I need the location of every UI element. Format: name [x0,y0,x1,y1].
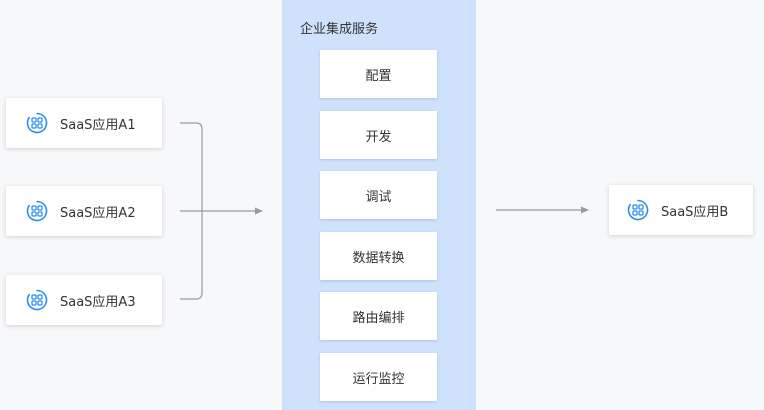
integration-service-panel: 企业集成服务 配置 开发 调试 数据转换 路由编排 运行监控 [282,0,476,410]
apps-grid-icon [26,200,48,222]
source-app-label: SaaS应用A3 [60,294,136,310]
service-config: 配置 [320,50,437,98]
source-app-label: SaaS应用A1 [60,117,136,133]
target-app-b: SaaS应用B [609,185,753,235]
service-routing: 路由编排 [320,292,437,340]
source-app-label: SaaS应用A2 [60,205,136,221]
source-app-a2: SaaS应用A2 [6,186,162,236]
source-app-a1: SaaS应用A1 [6,98,162,148]
service-monitoring: 运行监控 [320,353,437,401]
source-app-a3: SaaS应用A3 [6,275,162,325]
service-data-transform: 数据转换 [320,232,437,280]
apps-grid-icon [627,199,649,221]
target-app-label: SaaS应用B [661,204,729,220]
service-debug: 调试 [320,171,437,219]
apps-grid-icon [26,112,48,134]
service-develop: 开发 [320,111,437,159]
panel-title: 企业集成服务 [300,22,379,37]
apps-grid-icon [26,289,48,311]
